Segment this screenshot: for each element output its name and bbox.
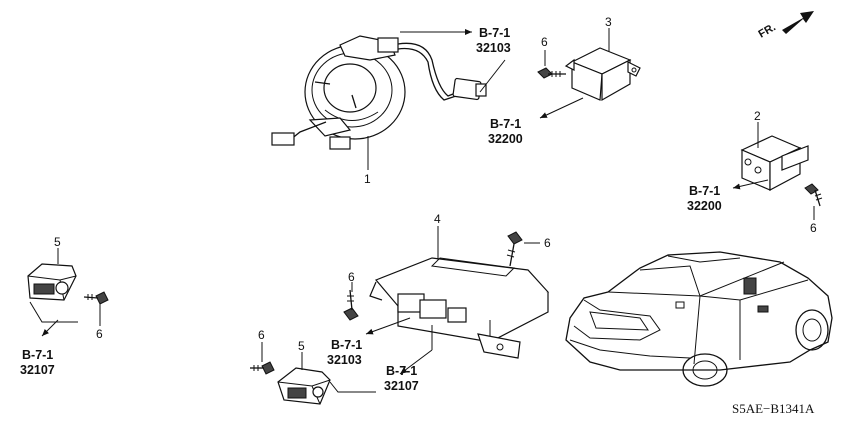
ref-c-arrow <box>732 179 769 190</box>
ref-f-section: B-7-1 <box>386 364 417 378</box>
ref-d-part: 32107 <box>20 363 55 377</box>
ref-e-arrow <box>365 317 411 335</box>
ref-a-leader <box>479 59 506 93</box>
bolt-b-drawing <box>804 183 823 207</box>
diagram-code: S5AE−B1341A <box>732 401 815 416</box>
bolt-d-drawing <box>506 231 523 267</box>
ref-e-section: B-7-1 <box>331 338 362 352</box>
front-arrow-icon <box>782 11 814 34</box>
bolt-a-number: 6 <box>541 35 548 49</box>
side-sensor-drawing <box>564 47 641 102</box>
ref-a-section: B-7-1 <box>479 26 510 40</box>
bolt-e-drawing <box>343 289 359 321</box>
part-5a-number: 5 <box>54 235 61 249</box>
ref-a-part: 32103 <box>476 41 511 55</box>
front-label: FR. <box>757 21 778 40</box>
front-sensor-drawing <box>740 135 809 191</box>
bolt-b-number: 6 <box>810 221 817 235</box>
part-1-number: 1 <box>364 172 371 186</box>
ref-d-leader <box>29 301 78 323</box>
ref-b-section: B-7-1 <box>490 117 521 131</box>
bolt-f-drawing <box>250 361 275 375</box>
cable-reel-drawing <box>271 35 487 150</box>
ref-f-part: 32107 <box>384 379 419 393</box>
ref-f-arrow <box>399 349 433 375</box>
ref-c-part: 32200 <box>687 199 722 213</box>
bolt-a-drawing <box>537 67 566 79</box>
bolt-d-number: 6 <box>544 236 551 250</box>
part-3-number: 3 <box>605 15 612 29</box>
ref-d-arrow <box>41 319 59 337</box>
srs-unit-drawing <box>369 257 549 359</box>
bolt-e-number: 6 <box>348 270 355 284</box>
ref-d-section: B-7-1 <box>22 348 53 362</box>
bolt-c-number: 6 <box>96 327 103 341</box>
left-sensor-drawing <box>27 263 77 301</box>
vehicle-outline-drawing <box>565 251 833 387</box>
ref-c-section: B-7-1 <box>689 184 720 198</box>
part-5b-ref-leader <box>329 381 376 393</box>
part-5b-number: 5 <box>298 339 305 353</box>
part-2-number: 2 <box>754 109 761 123</box>
ref-b-arrow <box>539 97 584 119</box>
ref-e-part: 32103 <box>327 353 362 367</box>
bolt-c-drawing <box>83 291 109 305</box>
ref-b-part: 32200 <box>488 132 523 146</box>
part-4-number: 4 <box>434 212 441 226</box>
bolt-f-number: 6 <box>258 328 265 342</box>
rear-sensor-drawing <box>277 367 331 405</box>
